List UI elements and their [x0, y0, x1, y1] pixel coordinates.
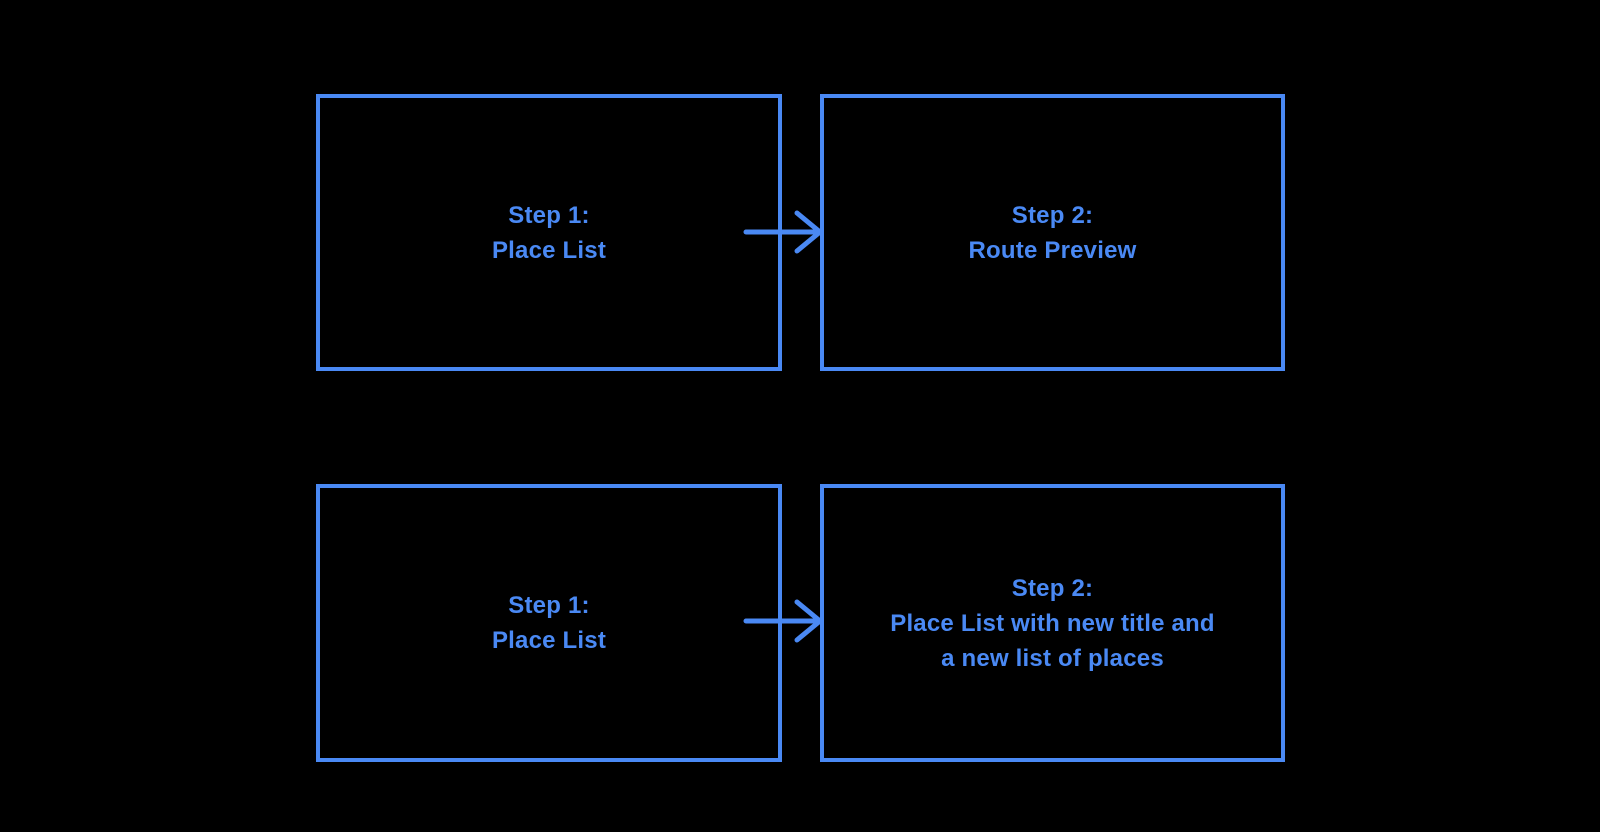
node-step2-route-preview: Step 2: Route Preview	[820, 94, 1285, 371]
node-label-line: Route Preview	[968, 236, 1137, 264]
node-label-line: Step 2:	[1011, 574, 1094, 602]
node-label-line: Step 1:	[508, 201, 590, 229]
node-label-line: Place List with new title and	[890, 609, 1215, 637]
node-step1-place-list: Step 1: Place List	[316, 94, 782, 371]
node-label: Step 2: Route Preview	[969, 198, 1137, 268]
node-label-line: Step 1:	[508, 592, 590, 619]
arrow-right-icon	[743, 599, 823, 643]
node-label: Step 1: Place List	[492, 198, 606, 268]
node-step1-place-list-2: Step 1: Place List	[316, 484, 782, 762]
node-label: Step 2: Place List with new title and a …	[890, 571, 1215, 676]
arrow-right-icon	[743, 210, 823, 254]
node-label-line: Step 2:	[1011, 201, 1094, 229]
node-step2-new-place-list: Step 2: Place List with new title and a …	[820, 484, 1285, 762]
node-label-line: Place List	[491, 236, 607, 264]
node-label: Step 1: Place List	[492, 588, 606, 658]
node-label-line: Place List	[491, 627, 607, 654]
node-label-line: a new list of places	[941, 644, 1164, 672]
